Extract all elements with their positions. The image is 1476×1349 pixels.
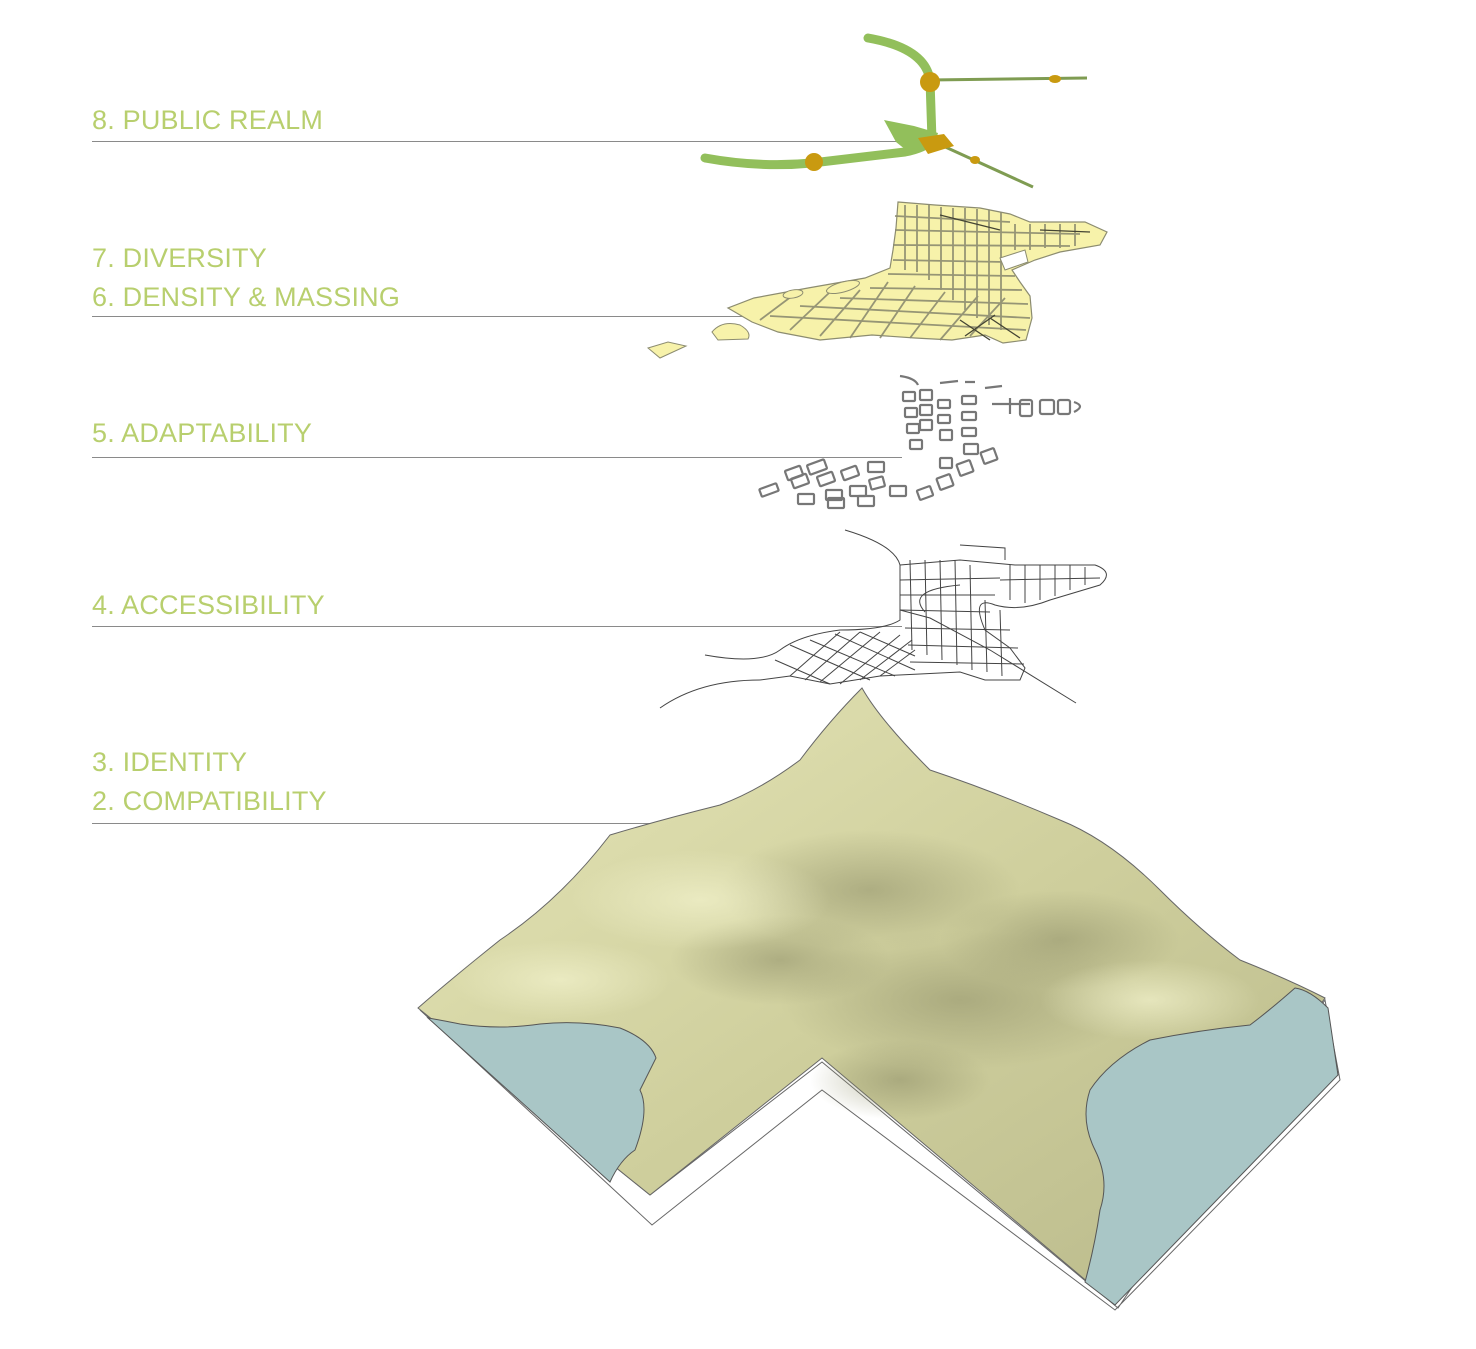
adapt-building — [783, 464, 805, 482]
adapt-building — [856, 494, 876, 508]
adapt-building — [936, 413, 952, 425]
adapt-building — [992, 398, 1030, 414]
plaza-node — [918, 134, 954, 154]
adapt-building — [1038, 398, 1056, 416]
adapt-building — [905, 422, 921, 435]
adapt-building — [935, 473, 955, 491]
water-west — [426, 1017, 657, 1183]
green-corridor-path — [700, 33, 937, 170]
label-identity: 3. IDENTITY — [92, 747, 248, 777]
transit-line-east — [929, 76, 1088, 82]
parcel — [646, 341, 688, 359]
public-realm-layer — [700, 33, 1088, 189]
adapt-building — [960, 426, 978, 438]
adapt-building — [901, 390, 917, 403]
adapt-building — [936, 398, 952, 410]
adapt-building — [960, 410, 978, 422]
adapt-building — [848, 484, 868, 498]
terrain-highlight — [450, 940, 670, 1020]
adaptability-layer — [758, 374, 1082, 510]
leader-line-accessibility — [92, 626, 902, 627]
street-arterial — [704, 529, 901, 660]
adapt-building — [796, 492, 816, 506]
adapt-building — [918, 388, 934, 402]
adapt-building — [1018, 398, 1034, 418]
adapt-building — [938, 428, 954, 442]
adapt-building — [839, 464, 861, 482]
terrain-highlight — [570, 850, 830, 950]
label-compatibility: 2. COMPATIBILITY — [92, 786, 327, 816]
adapt-building — [938, 456, 954, 470]
parcel — [826, 279, 860, 295]
label-diversity: 7. DIVERSITY — [92, 243, 267, 273]
adapt-building — [888, 484, 908, 498]
leader-line-density — [92, 316, 902, 317]
public-node — [920, 72, 940, 92]
label-accessibility: 4. ACCESSIBILITY — [92, 590, 325, 620]
street-arterial — [659, 679, 761, 709]
leader-line-adaptability — [92, 457, 902, 458]
adapt-building — [815, 470, 837, 488]
adapt-building — [962, 442, 980, 456]
public-node — [970, 156, 980, 164]
density-massing-hatch — [939, 214, 1091, 341]
adapt-building — [868, 475, 886, 491]
adapt-building — [1056, 398, 1072, 416]
adapt-building — [1073, 400, 1082, 413]
leader-line-public-realm — [92, 141, 902, 142]
parcel — [782, 289, 804, 299]
label-adaptability: 5. ADAPTABILITY — [92, 418, 313, 448]
open-space-parcel — [999, 249, 1029, 271]
adapt-building — [979, 447, 999, 465]
accessibility-layer — [659, 529, 1107, 709]
adapt-building — [903, 406, 919, 419]
adapt-building — [866, 460, 886, 474]
street-edge — [759, 559, 1107, 685]
adapt-building — [826, 496, 846, 510]
label-public-realm: 8. PUBLIC REALM — [92, 105, 324, 135]
public-node — [1049, 75, 1061, 83]
terrain-highlight — [1040, 960, 1260, 1040]
water-east — [1084, 987, 1339, 1306]
adapt-building — [806, 458, 828, 476]
public-node — [805, 153, 823, 171]
leader-line-compatibility — [92, 823, 902, 824]
parcel — [711, 323, 750, 341]
adapt-building — [758, 482, 780, 498]
terrain-ridge — [810, 1040, 990, 1120]
density-layer — [646, 201, 1108, 359]
terrain-layer — [417, 687, 1341, 1311]
adapt-building — [899, 374, 920, 386]
street-arterial — [899, 609, 1077, 704]
adapt-building — [915, 485, 935, 501]
block-grid — [759, 205, 1081, 341]
adapt-building — [955, 459, 975, 477]
adapt-building — [918, 418, 934, 432]
street — [959, 544, 1006, 560]
adapt-building — [908, 438, 924, 451]
adapt-building — [824, 488, 844, 502]
adapt-edge — [939, 379, 1003, 390]
label-density-massing: 6. DENSITY & MASSING — [92, 282, 401, 312]
adapt-building — [960, 394, 978, 406]
adapt-building — [918, 403, 934, 417]
